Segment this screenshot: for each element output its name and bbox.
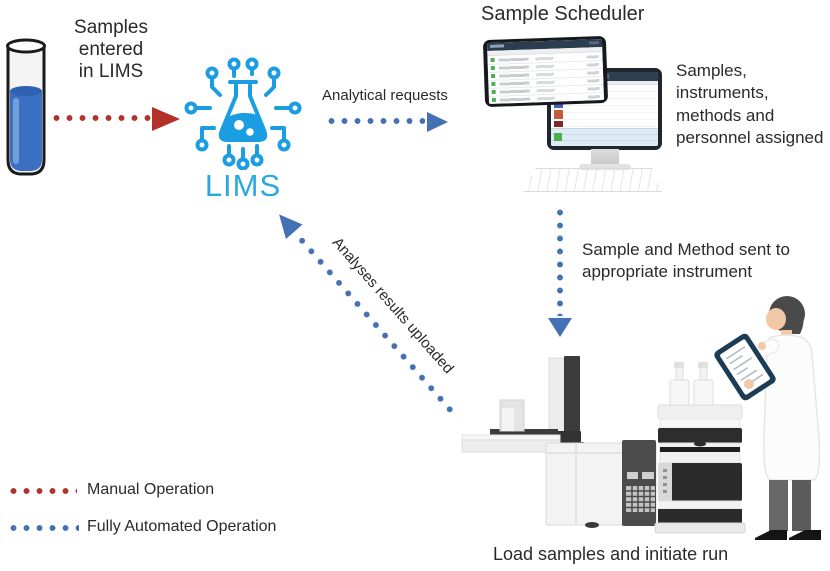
tablet-screen [486, 39, 605, 104]
load-samples-caption: Load samples and initiate run [493, 544, 729, 564]
tablet-text-column-2 [535, 56, 556, 102]
status-color-column [554, 88, 563, 127]
automated-arrow-dots-vertical [556, 206, 564, 316]
monitor-bottom-panel [551, 128, 658, 146]
hplc-stack-instrument-icon [654, 362, 746, 534]
legend-automated-swatch [7, 524, 79, 532]
sample-tube-icon [6, 38, 46, 176]
automated-arrow-dots-horizontal [325, 117, 425, 125]
legend-manual-swatch [7, 487, 77, 495]
monitor-stand-base [579, 164, 631, 170]
sample-method-label: Sample and Method sent to appropriate in… [582, 240, 790, 282]
tablet-text-column-3 [586, 55, 600, 100]
automated-arrow-down-head-icon [548, 318, 572, 337]
sample-scheduler-title: Sample Scheduler [481, 3, 645, 25]
gc-autosampler-instrument-icon [461, 356, 657, 528]
scheduler-caption: Samples, instruments, methods and person… [676, 61, 824, 148]
manual-arrow-dots [50, 114, 151, 122]
status-block-green [554, 133, 562, 141]
analytical-requests-label: Analytical requests [322, 87, 448, 104]
manual-arrow-head-icon [152, 107, 180, 131]
lims-circuit-flask-icon [184, 57, 302, 170]
legend-automated-label: Fully Automated Operation [87, 518, 277, 535]
technician-tablet-icon [714, 333, 776, 401]
samples-entered-label: Samples entered in LIMS [74, 17, 148, 82]
monitor-stand [591, 149, 619, 166]
instruments-illustration [461, 296, 821, 540]
legend-manual-label: Manual Operation [87, 481, 215, 498]
keyboard-icon [523, 168, 662, 192]
lab-technician-icon [714, 296, 821, 540]
tablet-text-column-1 [498, 57, 531, 103]
lims-label: LIMS [204, 168, 282, 203]
results-arrow-dots [294, 232, 460, 421]
tablet-header-title-decor [490, 44, 505, 48]
automated-arrow-head-icon [427, 112, 448, 132]
results-uploaded-label: Analyses results uploaded [328, 234, 457, 378]
tablet-header-icons-decor [588, 41, 600, 45]
results-uploaded-arrow: Analyses results uploaded [270, 207, 462, 422]
tablet-device-icon [482, 35, 609, 108]
